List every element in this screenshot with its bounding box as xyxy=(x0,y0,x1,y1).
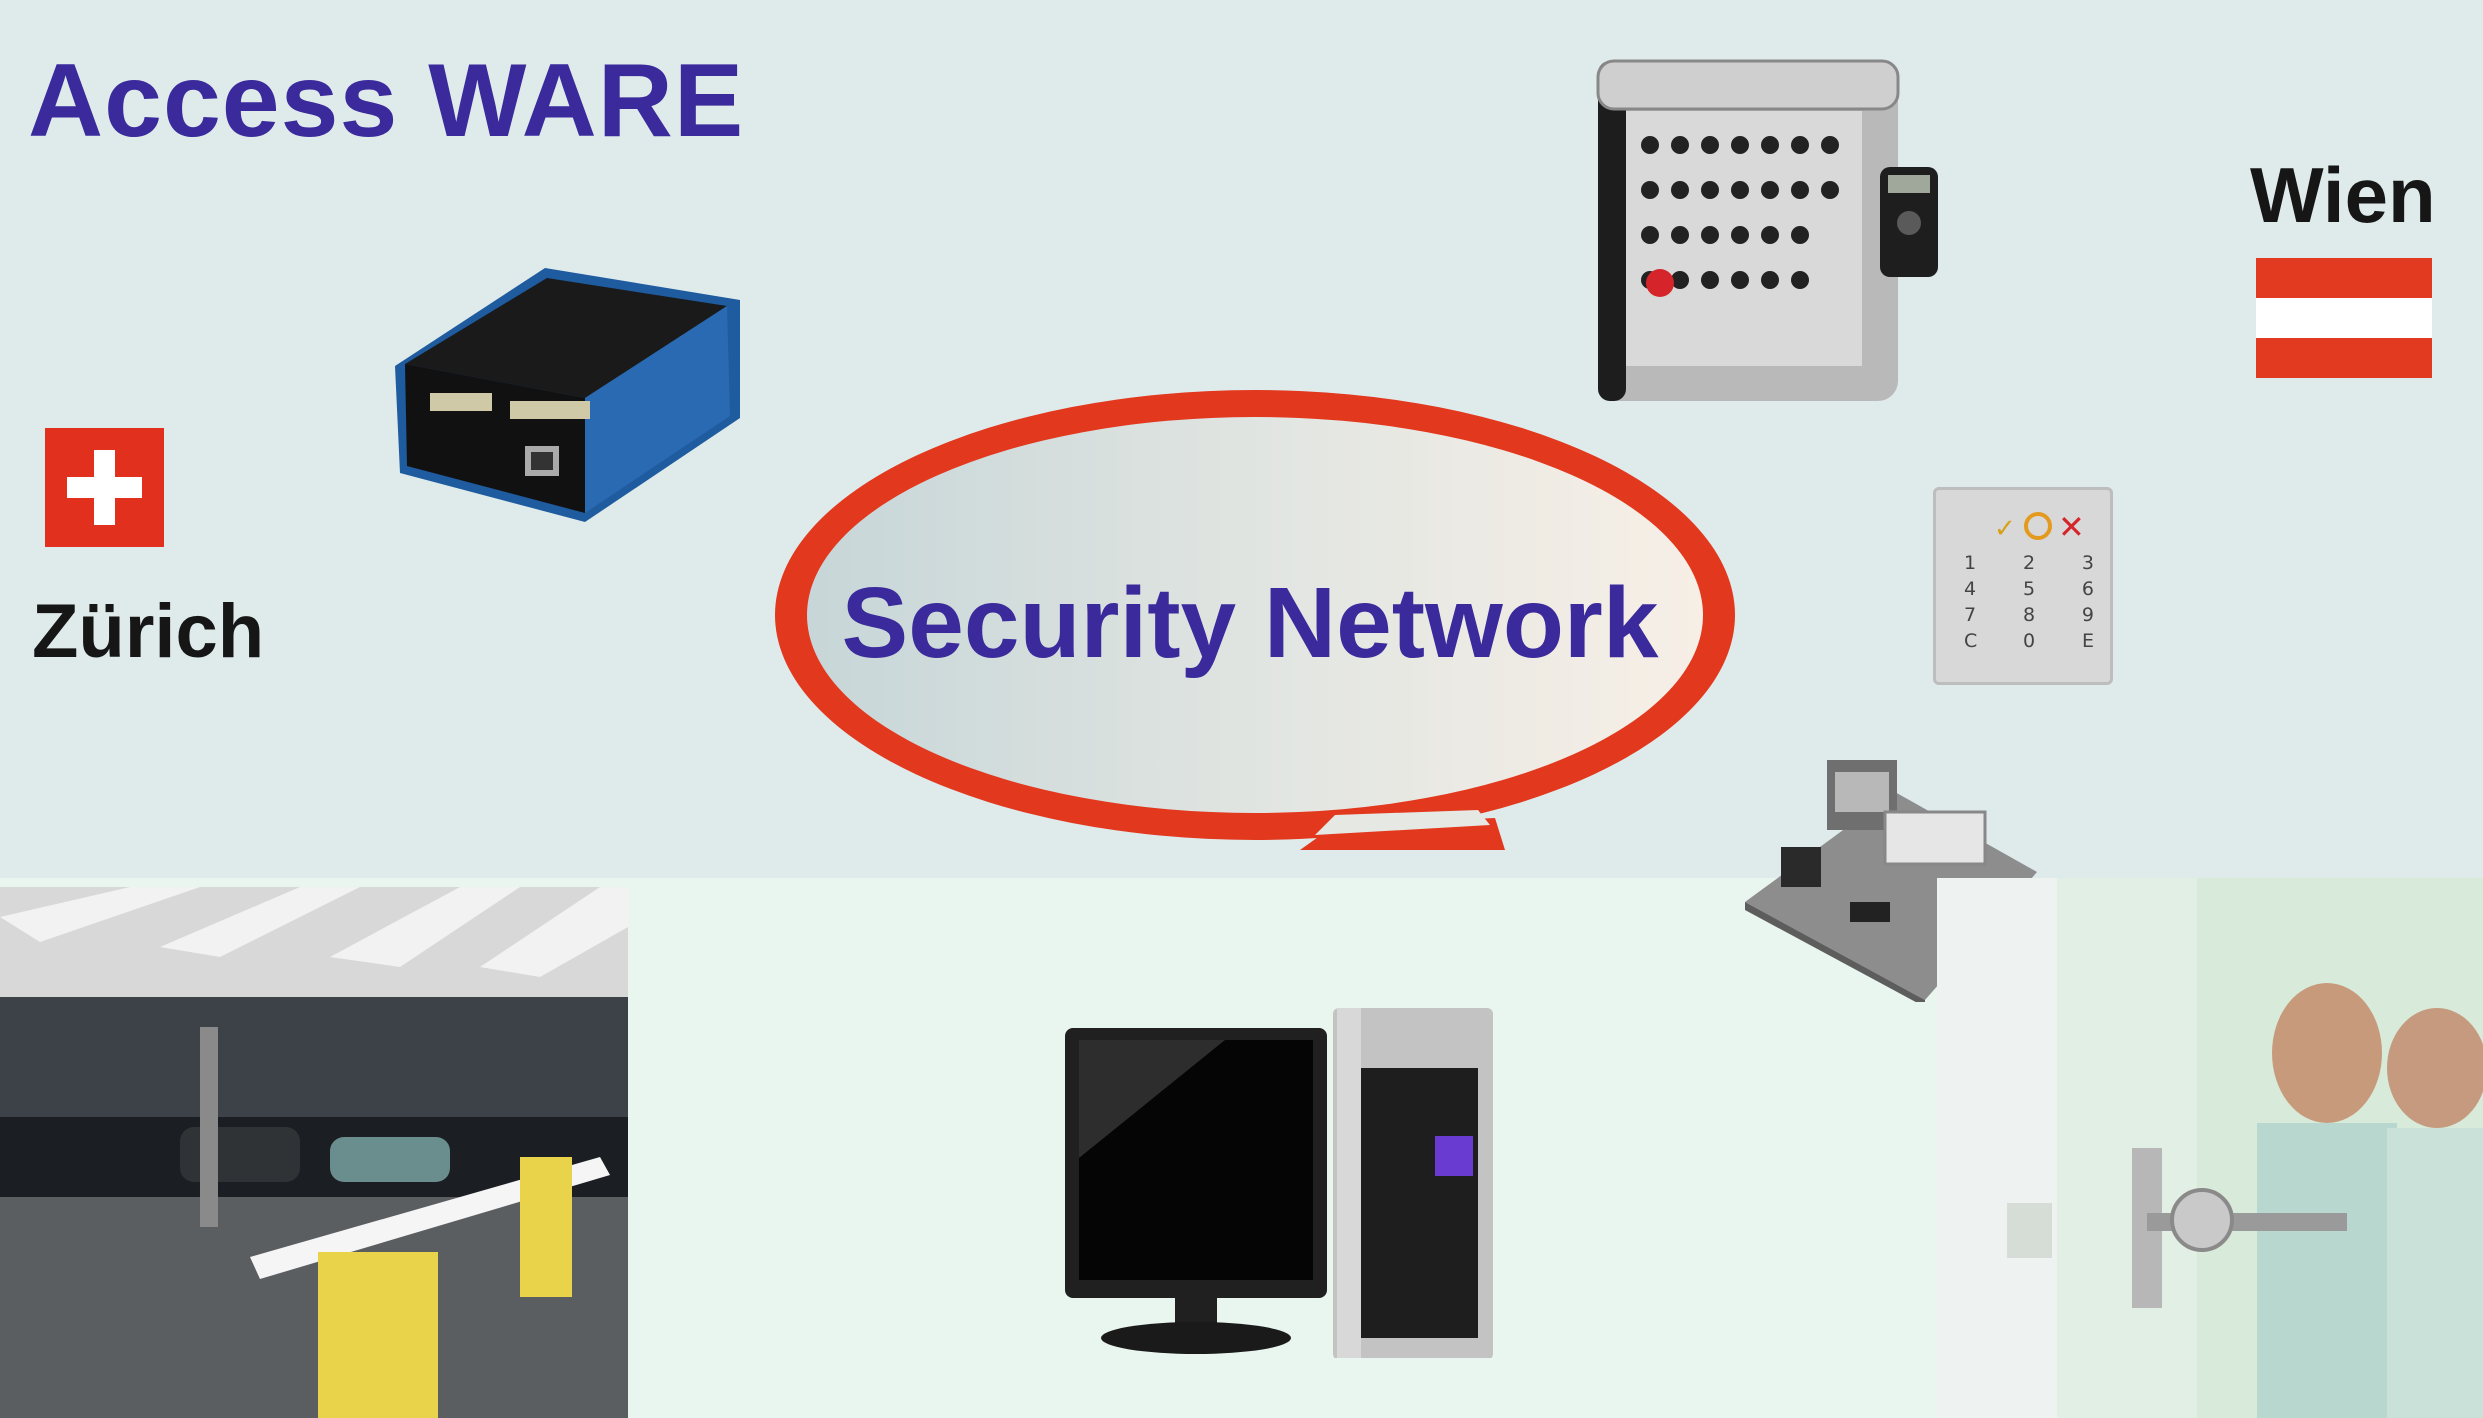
keypad-key: 6 xyxy=(2081,578,2094,600)
controller-box-image xyxy=(395,268,740,522)
parking-garage-photo xyxy=(0,887,628,1418)
keypad-key: 5 xyxy=(2022,578,2036,600)
security-network-bubble xyxy=(775,390,1735,850)
keypad-reader-image: ✓ ✕ 1 2 3 4 5 6 7 8 9 C 0 E xyxy=(1933,487,2113,685)
keypad-key: 4 xyxy=(1964,578,1977,600)
keypad-key: C xyxy=(1964,630,1978,652)
keypad-key: 0 xyxy=(2022,630,2036,652)
keypad-key: 9 xyxy=(2081,604,2094,626)
keypad-key: 1 xyxy=(1964,552,1977,574)
city-label-zurich: Zürich xyxy=(32,589,265,674)
door-office-photo xyxy=(1937,878,2483,1418)
city-label-wien: Wien xyxy=(2250,151,2436,239)
keypad-key: 2 xyxy=(2022,552,2036,574)
keypad-key: 3 xyxy=(2081,552,2094,574)
keypad-key: 7 xyxy=(1964,604,1977,626)
slide-title: Access WARE xyxy=(28,43,745,159)
swiss-flag-icon xyxy=(45,428,164,547)
key-cabinet-image xyxy=(1596,59,1938,401)
keypad-key: 8 xyxy=(2022,604,2036,626)
bubble-label: Security Network xyxy=(841,567,1659,679)
austria-flag-icon xyxy=(2256,258,2432,378)
desktop-computer-image xyxy=(1065,1008,1493,1358)
keypad-key: E xyxy=(2081,630,2094,652)
